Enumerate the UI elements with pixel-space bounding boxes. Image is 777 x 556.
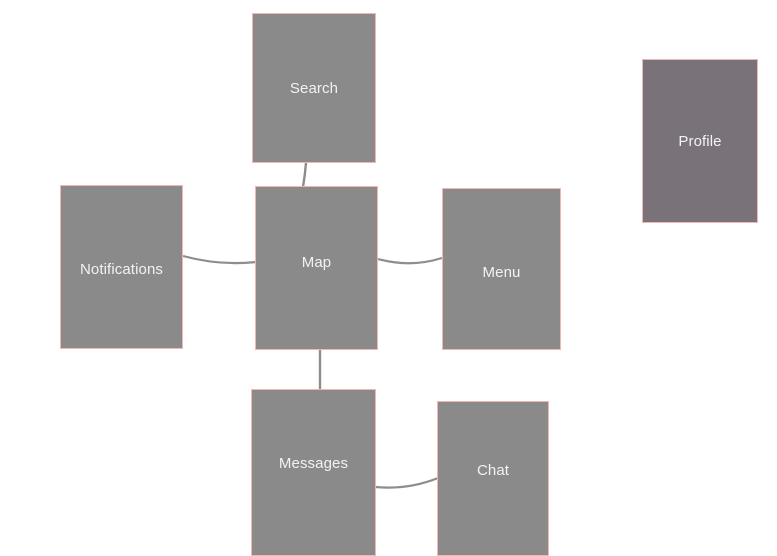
node-label-menu: Menu [482,263,521,281]
node-profile[interactable]: Profile [642,59,758,223]
node-messages[interactable]: Messages [251,389,376,556]
edge-messages-chat [375,476,439,489]
node-label-search: Search [289,79,339,97]
node-label-profile: Profile [678,132,722,150]
node-search[interactable]: Search [252,13,376,163]
node-menu[interactable]: Menu [442,188,561,350]
edge-map-menu [377,256,443,265]
edge-notifications-map [182,254,257,265]
node-label-notifications: Notifications [79,260,163,278]
node-chat[interactable]: Chat [437,401,549,556]
node-label-chat: Chat [476,462,510,479]
edge-search-map [301,162,308,188]
node-notifications[interactable]: Notifications [60,185,183,349]
node-label-messages: Messages [278,455,349,472]
node-map[interactable]: Map [255,186,378,350]
node-label-map: Map [301,253,332,271]
